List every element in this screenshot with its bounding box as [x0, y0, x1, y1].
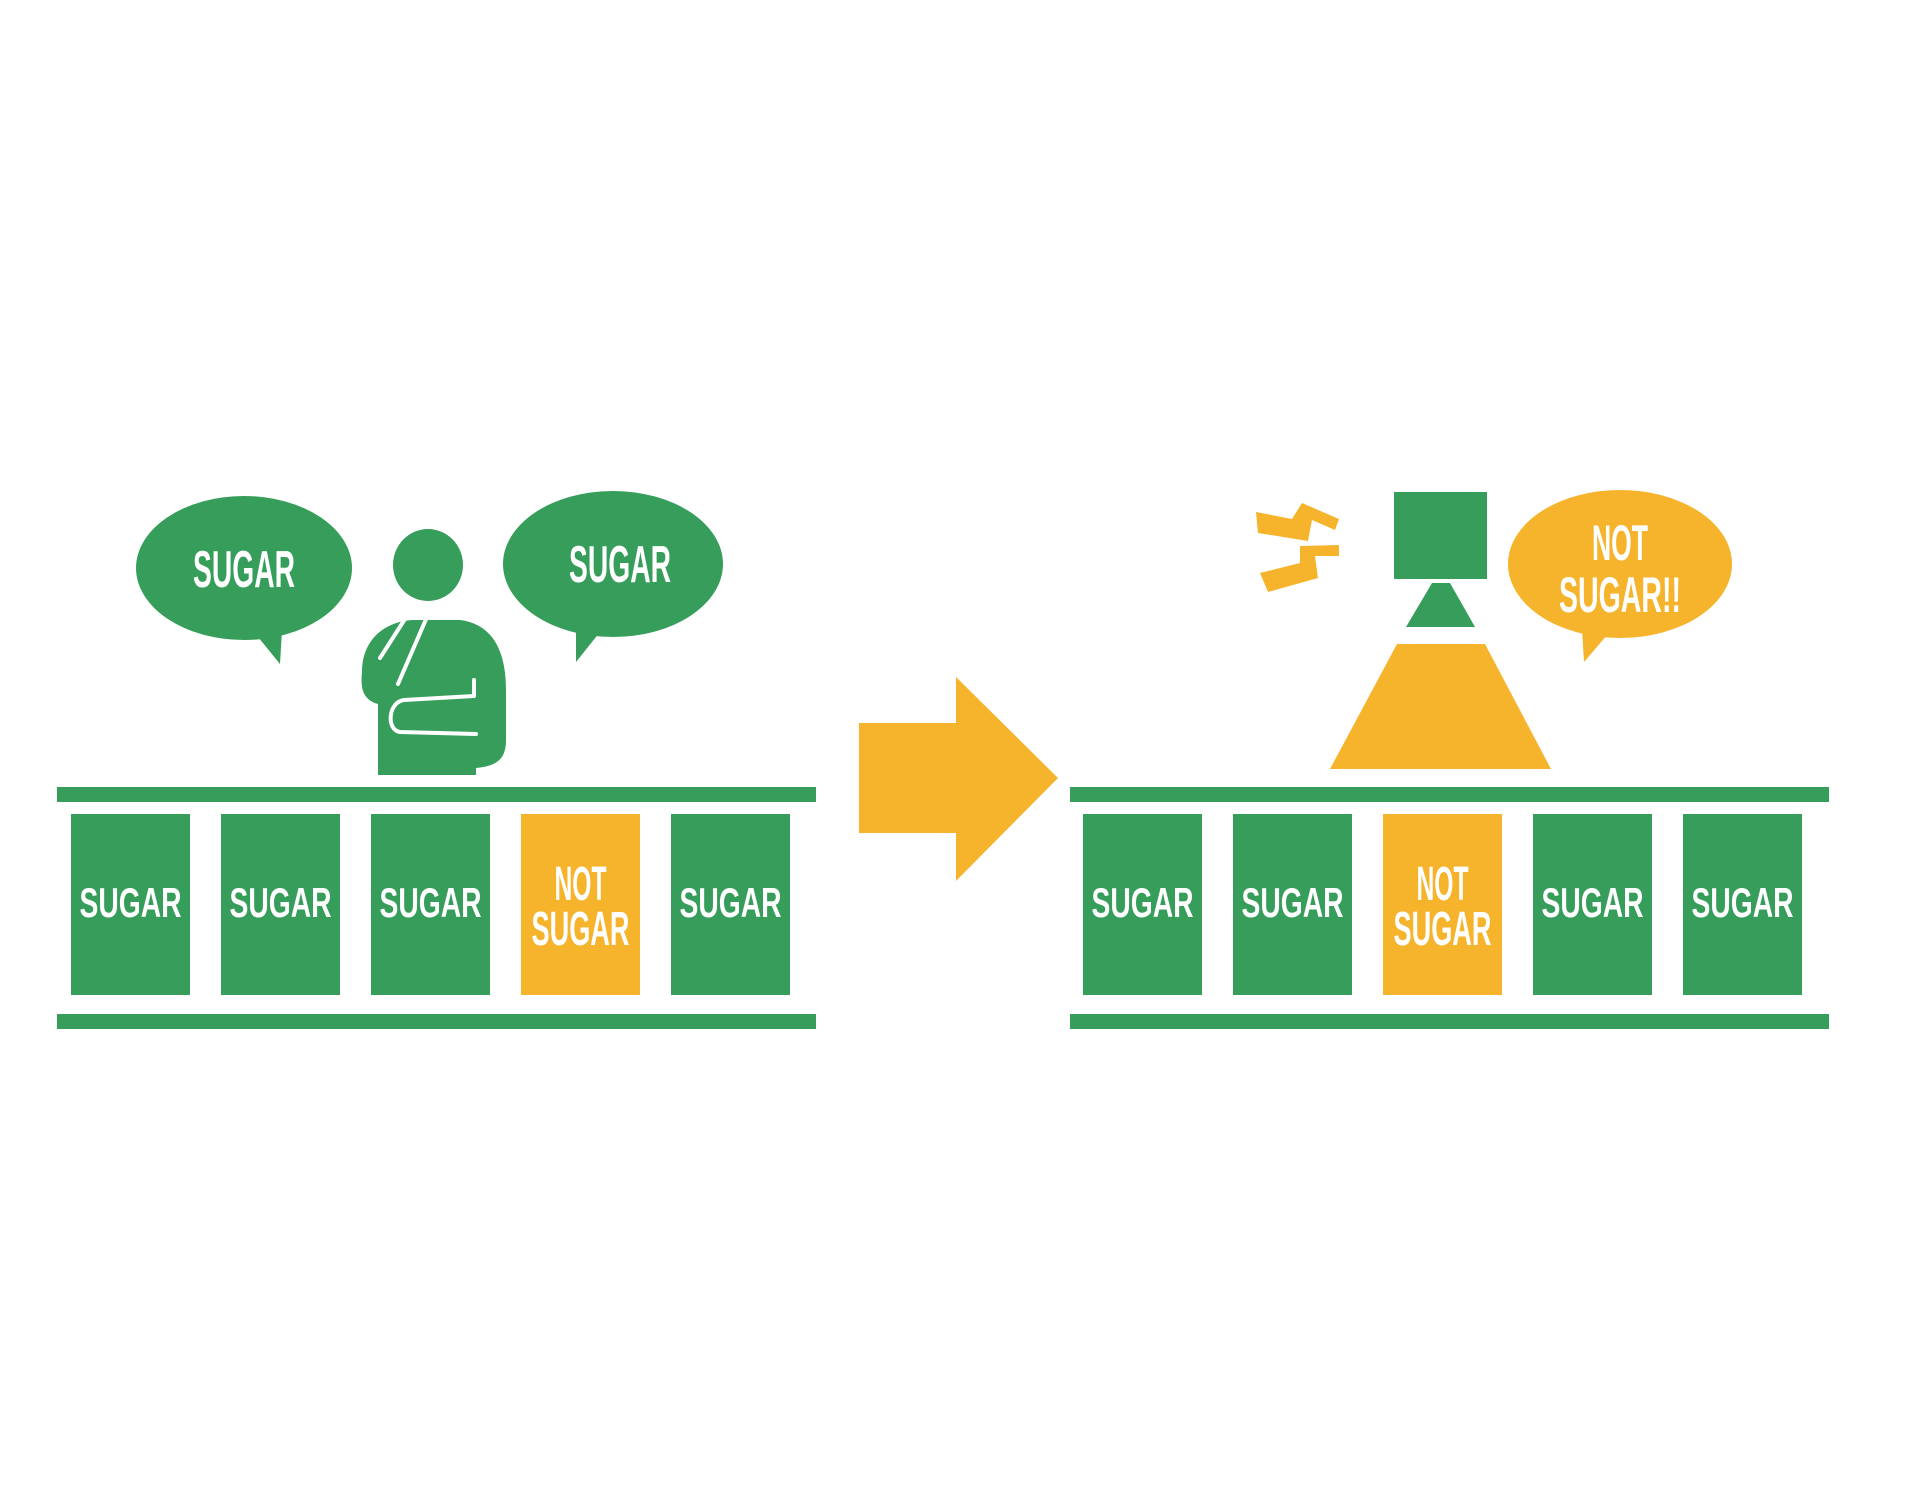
conveyor-item-box [1083, 814, 1202, 995]
lightning-alert-icon [1256, 503, 1339, 592]
person-raised-arm [378, 601, 432, 686]
conveyor-item-box [1383, 814, 1502, 995]
person-folded-arm [388, 678, 478, 736]
conveyor-item-sugar: SUGAR [1533, 814, 1652, 995]
conveyor-item-label: SUGAR [1692, 879, 1794, 926]
conveyor-item-box [221, 814, 340, 995]
scanner-beam [1330, 644, 1551, 769]
conveyor-item-box [371, 814, 490, 995]
conveyor-item-label: SUGAR [380, 879, 482, 926]
conveyor-item-box [1533, 814, 1652, 995]
person-head [393, 529, 463, 601]
thinking-person-icon [361, 529, 506, 775]
conveyor-item-label-line-2: SUGAR [532, 903, 630, 956]
conveyor-item-label: SUGAR [1542, 879, 1644, 926]
scanner-head [1394, 492, 1487, 579]
speech-bubble-text: SUGAR [569, 536, 671, 594]
speech-bubble-alert: NOT SUGAR!! [1508, 490, 1732, 662]
speech-bubble-body [503, 491, 723, 637]
conveyor-item-sugar: SUGAR [1683, 814, 1802, 995]
conveyor-item-sugar: SUGAR [1083, 814, 1202, 995]
speech-bubble-tail [1582, 630, 1608, 662]
conveyor-item-label: SUGAR [80, 879, 182, 926]
lightning-bolt-upper [1256, 503, 1339, 541]
speech-bubble-body [136, 496, 352, 640]
conveyor-item-box [671, 814, 790, 995]
speech-bubble-tail [254, 630, 282, 664]
conveyor-item-sugar: SUGAR [371, 814, 490, 995]
conveyor-rail-top [1070, 787, 1829, 802]
conveyor-item-sugar: SUGAR [221, 814, 340, 995]
conveyor-item-label: SUGAR [1092, 879, 1194, 926]
conveyor-item-box [1683, 814, 1802, 995]
speech-bubble-text: SUGAR [193, 541, 295, 599]
conveyor-item-label-line-1: NOT [1417, 858, 1469, 911]
conveyor-rail-bottom [1070, 1014, 1829, 1029]
conveyor-item-label: SUGAR [680, 879, 782, 926]
conveyor-item-sugar: SUGAR [1233, 814, 1352, 995]
conveyor-item-label: SUGAR [230, 879, 332, 926]
scanner-lens [1406, 583, 1475, 627]
conveyor-rail-top [57, 787, 816, 802]
speech-bubble-text-line-2: SUGAR!! [1559, 567, 1681, 623]
conveyor-item-sugar: SUGAR [71, 814, 190, 995]
conveyor-item-sugar: SUGAR [671, 814, 790, 995]
conveyor-rail-bottom [57, 1014, 816, 1029]
conveyor-item-box [71, 814, 190, 995]
speech-bubble-tail [576, 628, 600, 662]
scanner-icon [1330, 492, 1551, 769]
speech-bubble-left-2: SUGAR [503, 491, 723, 662]
conveyor-item-box [1233, 814, 1352, 995]
conveyor-item-box [521, 814, 640, 995]
conveyor-item-label-line-1: NOT [555, 858, 607, 911]
right-arrow-icon [859, 677, 1058, 881]
conveyor-item-label: SUGAR [1242, 879, 1344, 926]
conveyor-item-label-line-2: SUGAR [1394, 903, 1492, 956]
speech-bubble-text-line-1: NOT [1592, 515, 1648, 571]
speech-bubble-body [1508, 490, 1732, 638]
lightning-bolt-lower [1260, 545, 1339, 592]
speech-bubble-left-1: SUGAR [136, 496, 352, 664]
